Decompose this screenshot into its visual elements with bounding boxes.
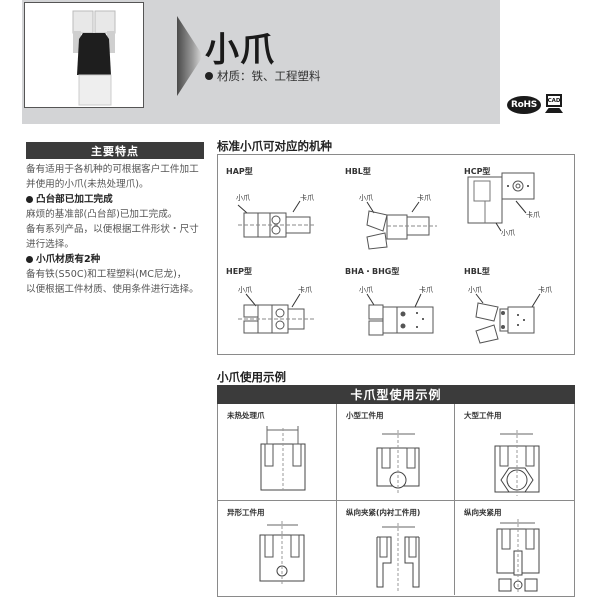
bullet-icon [26,196,33,203]
gripper-photo-icon [72,10,116,106]
hap-drawing-icon: 小爪 卡爪 [236,193,316,238]
svg-text:小爪: 小爪 [236,193,250,202]
bullet-icon [205,72,213,80]
svg-text:卡爪: 卡爪 [300,193,314,202]
usage-label: 大型工件用 [464,411,502,420]
svg-text:卡爪: 卡爪 [298,285,312,294]
model-hbl: HBL型 小爪 卡爪 [337,155,455,251]
svg-text:小爪: 小爪 [238,285,252,294]
material-line: 材质：铁、工程塑料 [205,68,321,84]
models-box: HAP型 小爪 卡爪 HBL型 小爪 卡爪 [217,154,575,355]
vertical-clamp-lined-drawing-icon [376,523,420,591]
model-hbl-2: HBL型 小爪 卡爪 [456,255,574,351]
usage-cell-vertical-clamp-lined: 纵向夹紧(内衬工件用) [337,501,455,595]
features-intro-line: 并使用的小爪(未热处理爪)。 [26,179,149,190]
usage-cell-large-workpiece: 大型工件用 [455,404,574,501]
model-hep: HEP型 小爪 卡爪 [218,255,336,351]
usage-cell-irregular-workpiece: 异形工件用 [218,501,337,595]
usage-cell-small-workpiece: 小型工件用 [337,404,455,501]
usage-label: 未热处理爪 [227,411,265,420]
usage-label: 纵向夹紧用 [464,508,502,517]
usage-table-header: 卡爪型使用示例 [217,385,575,404]
svg-text:卡爪: 卡爪 [419,285,433,294]
svg-text:小爪: 小爪 [468,285,482,294]
usage-label: 异形工件用 [227,508,265,517]
feature-heading-text: 凸台部已加工完成 [36,194,113,205]
svg-text:卡爪: 卡爪 [538,285,552,294]
rohs-badge: RoHS [507,96,541,114]
usage-cell-untreated: 未热处理爪 [218,404,337,501]
untreated-jaw-drawing-icon [260,426,306,491]
hcp-drawing-icon: 卡爪 小爪 [467,172,540,237]
bha-bhg-drawing-icon: 小爪 卡爪 [359,285,434,336]
feature-heading: 凸台部已加工完成 [26,192,206,207]
svg-text:小爪: 小爪 [501,228,515,237]
svg-text:小爪: 小爪 [359,193,373,202]
feature-line: 以便根据工件材质、使用条件进行选择。 [26,284,199,295]
bullet-icon [26,256,33,263]
usage-table: 未热处理爪 小型工件用 大型工件用 [217,404,575,597]
svg-text:卡爪: 卡爪 [417,193,431,202]
hep-drawing-icon: 小爪 卡爪 [238,285,314,334]
page-title: 小爪 [205,30,275,70]
model-hcp: HCP型 卡爪 小爪 [456,155,574,251]
model-label: HAP型 [226,167,253,176]
small-workpiece-drawing-icon [376,430,420,494]
model-bha-bhg: BHA・BHG型 小爪 卡爪 [337,255,455,351]
feature-line: 备有系列产品，以便根据工件形状・尺寸 [26,224,199,235]
hbl-2-drawing-icon: 小爪 卡爪 [468,285,552,344]
feature-line: 备有铁(S50C)和工程塑料(MC尼龙)， [26,269,187,280]
irregular-workpiece-drawing-icon [259,521,305,585]
cad-stand-icon [545,108,563,113]
model-label: HEP型 [226,267,253,276]
material-text: 材质：铁、工程塑料 [217,69,321,83]
features-title: 主要特点 [26,142,204,159]
model-label: HCP型 [464,167,491,176]
features-body: 备有适用于各机种的可根据客户工件加工 并使用的小爪(未热处理爪)。 凸台部已加工… [26,162,206,297]
feature-line: 进行选择。 [26,239,74,250]
model-label: HBL型 [345,167,371,176]
feature-line: 麻烦的基准部(凸台部)已加工完成。 [26,209,178,220]
cad-badge: CAD [545,94,563,116]
feature-heading: 小爪材质有2种 [26,252,206,267]
svg-text:小爪: 小爪 [359,285,373,294]
usage-label: 小型工件用 [346,411,384,420]
model-label: BHA・BHG型 [345,267,400,276]
model-hap: HAP型 小爪 卡爪 [218,155,336,251]
product-photo [24,2,144,108]
models-section-title: 标准小爪可对应的机种 [217,139,332,153]
features-intro-line: 备有适用于各机种的可根据客户工件加工 [26,164,199,175]
large-workpiece-drawing-icon [494,430,540,496]
model-label: HBL型 [464,267,490,276]
usage-cell-vertical-clamp: 纵向夹紧用 [455,501,574,595]
hbl-drawing-icon: 小爪 卡爪 [359,193,437,250]
usage-label: 纵向夹紧(内衬工件用) [346,508,421,517]
feature-heading-text: 小爪材质有2种 [36,254,101,265]
usage-section-title: 小爪使用示例 [217,370,286,384]
vertical-clamp-drawing-icon [496,519,540,593]
svg-text:卡爪: 卡爪 [526,210,540,219]
cad-monitor-icon: CAD [546,94,562,107]
